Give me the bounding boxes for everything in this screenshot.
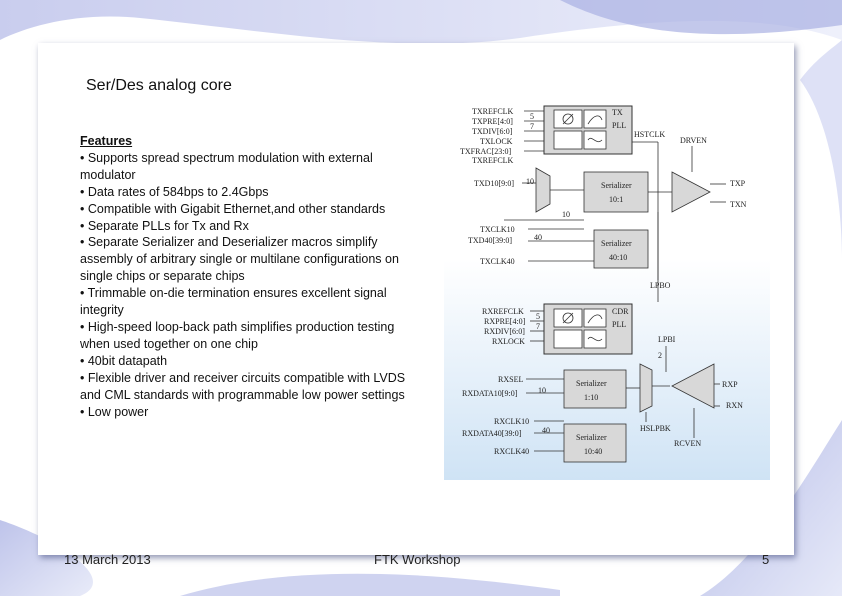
svg-text:10:40: 10:40 bbox=[584, 447, 602, 456]
txn-label: TXN bbox=[730, 200, 747, 209]
txd40-label: TXD40[39:0] bbox=[468, 236, 512, 245]
svg-text:7: 7 bbox=[536, 322, 540, 331]
rxn-label: RXN bbox=[726, 401, 743, 410]
svg-text:10:1: 10:1 bbox=[609, 195, 623, 204]
svg-text:40:10: 40:10 bbox=[609, 253, 627, 262]
tx-input-label: TXDIV[6:0] bbox=[472, 127, 513, 136]
footer-event: FTK Workshop bbox=[374, 552, 461, 567]
rxsel-label: RXSEL bbox=[498, 375, 523, 384]
tx-input-label: TXFRAC[23:0] bbox=[460, 147, 511, 156]
svg-text:10: 10 bbox=[562, 210, 570, 219]
rx-input-label: RXLOCK bbox=[492, 337, 525, 346]
rx-input-label: RXREFCLK bbox=[482, 307, 524, 316]
svg-text:5: 5 bbox=[536, 312, 540, 321]
lpbi-label: LPBI bbox=[658, 335, 676, 344]
features-heading: Features bbox=[80, 134, 133, 148]
hslpbk-label: HSLPBK bbox=[640, 424, 671, 433]
bullet-item: • Separate Serializer and Deserializer m… bbox=[80, 235, 399, 284]
rxp-label: RXP bbox=[722, 380, 738, 389]
footer-date: 13 March 2013 bbox=[64, 552, 151, 567]
serializer-1-10 bbox=[563, 369, 627, 409]
svg-text:Serializer: Serializer bbox=[576, 433, 607, 442]
features-list: Features • Supports spread spectrum modu… bbox=[80, 133, 420, 420]
bullet-item: • Supports spread spectrum modulation wi… bbox=[80, 150, 373, 182]
svg-text:10: 10 bbox=[526, 177, 534, 186]
tx-input-label: TXREFCLK bbox=[472, 107, 514, 116]
page-number: 5 bbox=[762, 552, 770, 567]
rxclk40-label: RXCLK40 bbox=[494, 447, 529, 456]
tx-pll-label-2: PLL bbox=[612, 121, 626, 130]
bullet-item: • Trimmable on-die termination ensures e… bbox=[80, 286, 387, 318]
tx-input-label: TXLOCK bbox=[480, 137, 513, 146]
svg-text:10: 10 bbox=[538, 386, 546, 395]
svg-text:Serializer: Serializer bbox=[576, 379, 607, 388]
rxclk10-label: RXCLK10 bbox=[494, 417, 529, 426]
serializer-40-10 bbox=[593, 229, 649, 269]
txp-label: TXP bbox=[730, 179, 746, 188]
svg-text:Serializer: Serializer bbox=[601, 239, 632, 248]
svg-text:1:10: 1:10 bbox=[584, 393, 598, 402]
svg-text:7: 7 bbox=[530, 122, 534, 131]
bullet-item: • Separate PLLs for Tx and Rx bbox=[80, 218, 249, 233]
serdes-block-diagram: TX PLL TXREFCLK TXPRE[4:0] TXDIV[6:0] TX… bbox=[444, 80, 770, 480]
txd10-label: TXD10[9:0] bbox=[474, 179, 514, 188]
rx-input-label: RXDIV[6:0] bbox=[484, 327, 525, 336]
lpbo-label: LPBO bbox=[650, 281, 671, 290]
tx-input-label: TXPRE[4:0] bbox=[472, 117, 513, 126]
slide-title: Ser/Des analog core bbox=[86, 77, 232, 94]
svg-text:Serializer: Serializer bbox=[601, 181, 632, 190]
serializer-10-1 bbox=[583, 171, 649, 213]
rxdata10-label: RXDATA10[9:0] bbox=[462, 389, 518, 398]
rxdata40-label: RXDATA40[39:0] bbox=[462, 429, 522, 438]
svg-text:PLL: PLL bbox=[612, 320, 626, 329]
txclk10-label: TXCLK10 bbox=[480, 225, 515, 234]
tx-input-label: TXREFCLK bbox=[472, 156, 514, 165]
svg-text:5: 5 bbox=[530, 112, 534, 121]
rx-input-label: RXPRE[4:0] bbox=[484, 317, 526, 326]
bullet-item: • Compatible with Gigabit Ethernet,and o… bbox=[80, 201, 386, 216]
drven-label: DRVEN bbox=[680, 136, 707, 145]
bullet-item: • Data rates of 584bps to 2.4Gbps bbox=[80, 184, 269, 199]
bullet-item: • 40bit datapath bbox=[80, 353, 168, 368]
svg-text:40: 40 bbox=[542, 426, 550, 435]
svg-text:2: 2 bbox=[658, 351, 662, 360]
hstclk-label: HSTCLK bbox=[634, 130, 665, 139]
txclk40-label: TXCLK40 bbox=[480, 257, 515, 266]
svg-text:40: 40 bbox=[534, 233, 542, 242]
bullet-item: • Low power bbox=[80, 404, 149, 419]
serializer-10-40 bbox=[563, 423, 627, 463]
rx-receiver bbox=[671, 363, 715, 409]
rcven-label: RCVEN bbox=[674, 439, 701, 448]
bullet-item: • High-speed loop-back path simplifies p… bbox=[80, 319, 395, 351]
tx-driver bbox=[671, 171, 711, 213]
svg-text:CDR: CDR bbox=[612, 307, 629, 316]
bullet-item: • Flexible driver and receiver circuits … bbox=[80, 370, 406, 402]
tx-pll-label-1: TX bbox=[612, 108, 623, 117]
